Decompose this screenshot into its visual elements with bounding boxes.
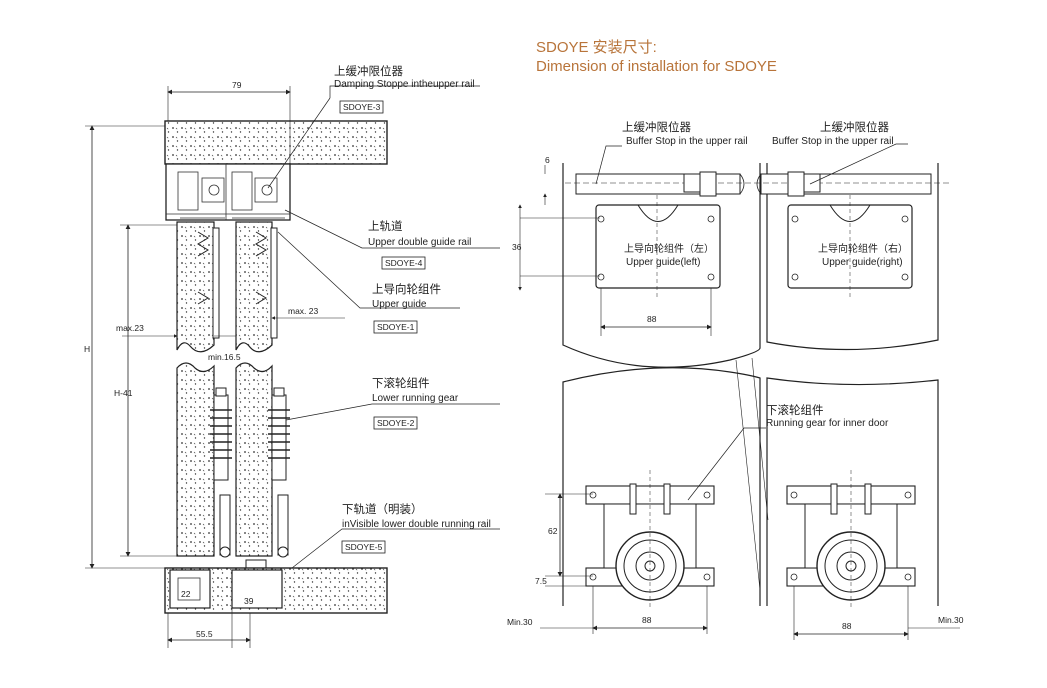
lower-rail-code: SDOYE-5 xyxy=(345,542,383,552)
buffer-right-en: Buffer Stop in the upper rail xyxy=(772,136,894,147)
title-line-2: Dimension of installation for SDOYE xyxy=(536,58,777,75)
title-line-1: SDOYE 安装尺寸: xyxy=(536,39,657,56)
guide-right-cn: 上导向轮组件（右） xyxy=(818,242,908,255)
dim-H: H xyxy=(84,344,90,354)
dim-88-top: 88 xyxy=(647,314,657,324)
inner-gear-cn: 下滚轮组件 xyxy=(766,403,824,417)
code-box-3 xyxy=(339,100,384,114)
damping-stop-code: SDOYE-3 xyxy=(343,102,381,112)
right-lower-view: 62 7.5 88 88 Min.30 Min.30 xyxy=(507,357,964,640)
guide-right-en: Upper guide(right) xyxy=(822,257,903,268)
left-cross-section: 79 H H-41 max.23 max. 23 min.16.5 22 39 … xyxy=(84,80,500,648)
lower-gear-en: Lower running gear xyxy=(372,393,459,404)
dim-max23-left: max.23 xyxy=(116,323,144,333)
dim-min30-left: Min.30 xyxy=(507,617,533,627)
dim-55-5: 55.5 xyxy=(196,629,213,639)
guide-left-en: Upper guide(left) xyxy=(626,257,700,268)
lower-rail-cn: 下轨道（明装） xyxy=(342,502,423,516)
code-box-5 xyxy=(341,540,386,554)
dim-min30-right: Min.30 xyxy=(938,615,964,625)
damping-stop-en: Damping Stoppe intheupper rail xyxy=(334,79,475,90)
dim-39: 39 xyxy=(244,596,254,606)
ceiling-slab xyxy=(164,120,388,165)
dim-88-right: 88 xyxy=(842,621,852,631)
lower-rail-en: inVisible lower double running rail xyxy=(342,519,491,530)
guide-left-cn: 上导向轮组件（左） xyxy=(624,242,714,255)
dim-min16: min.16.5 xyxy=(208,352,241,362)
dim-36: 36 xyxy=(512,242,522,252)
dim-H-41: H-41 xyxy=(114,388,133,398)
upper-guide-cn: 上导向轮组件 xyxy=(372,282,441,296)
upper-guide-code: SDOYE-1 xyxy=(377,322,415,332)
dim-88-left: 88 xyxy=(642,615,652,625)
dim-79: 79 xyxy=(232,80,242,90)
lower-gear-code: SDOYE-2 xyxy=(377,418,415,428)
upper-guide-left-plate xyxy=(595,204,721,289)
upper-guide-en: Upper guide xyxy=(372,299,427,310)
dim-62: 62 xyxy=(548,526,558,536)
buffer-right-cn: 上缓冲限位器 xyxy=(820,120,889,134)
upper-rail-code: SDOYE-4 xyxy=(385,258,423,268)
upper-rail-body xyxy=(165,163,291,221)
buffer-left-cn: 上缓冲限位器 xyxy=(622,120,691,134)
upper-rail-en: Upper double guide rail xyxy=(368,237,471,248)
dim-6: 6 xyxy=(545,155,550,165)
buffer-left-en: Buffer Stop in the upper rail xyxy=(626,136,748,147)
inner-gear-en: Running gear for inner door xyxy=(766,418,889,429)
dim-7-5: 7.5 xyxy=(535,576,547,586)
code-box-2 xyxy=(373,416,418,430)
lower-gear-cn: 下滚轮组件 xyxy=(372,376,430,390)
code-box-4 xyxy=(381,256,426,270)
dim-max23-right: max. 23 xyxy=(288,306,319,316)
upper-rail-cn: 上轨道 xyxy=(368,219,403,233)
right-upper-view: 6 36 88 xyxy=(512,143,950,368)
code-box-1 xyxy=(373,320,418,334)
dim-22: 22 xyxy=(181,589,191,599)
damping-stop-cn: 上缓冲限位器 xyxy=(334,64,403,78)
